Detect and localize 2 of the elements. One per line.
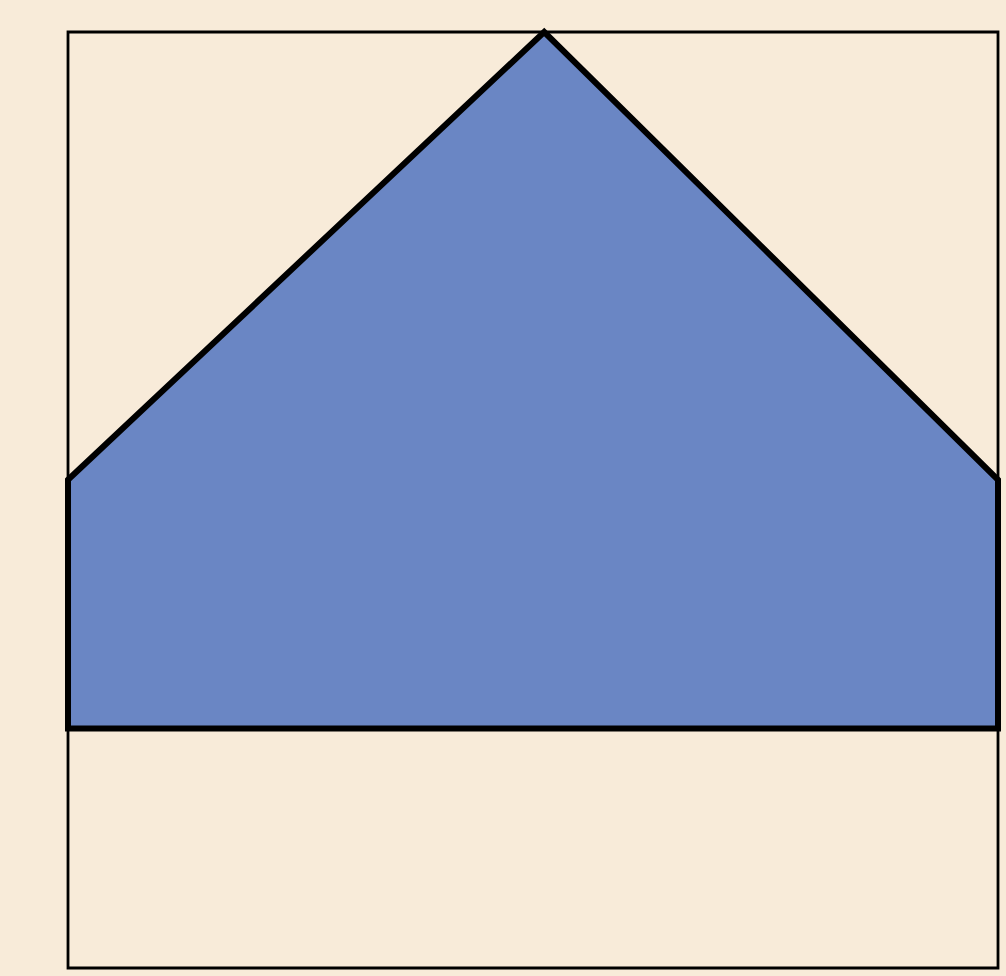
frame-box (66, 30, 1000, 970)
pentagon-shape (65, 27, 1001, 732)
